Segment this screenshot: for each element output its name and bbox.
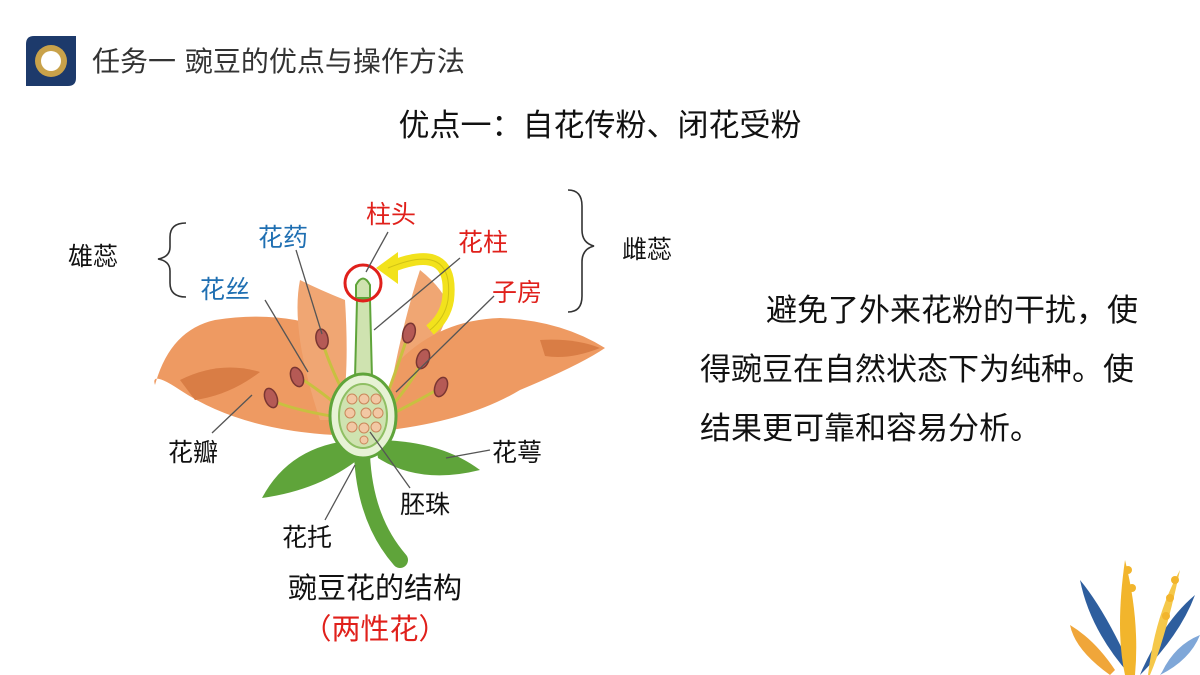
label-receptacle: 花托 [282,523,333,552]
leader-receptacle [324,464,356,521]
logo-icon [26,36,76,86]
leader-petal [211,394,253,434]
explanation-text: 避免了外来花粉的干扰，使得豌豆在自然状态下为纯种。使结果更可靠和容易分析。 [700,293,1138,447]
label-anther: 花药 [258,223,309,252]
label-style: 花柱 [458,228,509,257]
leader-anther [295,249,323,335]
page-title: 任务一 豌豆的优点与操作方法 [92,45,465,78]
label-pistil: 雌蕊 [622,235,673,264]
label-stigma: 柱头 [366,200,417,229]
leader-ovary [395,295,495,393]
leader-sepal [445,449,491,459]
leader-ovule [369,431,411,489]
flower-stem [354,447,408,568]
petal-right-inner [540,339,600,357]
label-ovule: 胚珠 [400,490,451,519]
label-ovary: 子房 [492,278,543,307]
stigma-highlight-circle [343,263,383,303]
decorative-plant-icon [1070,560,1200,675]
leader-style [373,257,461,331]
pistil-brace [567,189,595,313]
pistil-style [353,299,374,379]
diagram-caption-note: （两性花） [302,612,448,646]
stigma [355,277,371,299]
diagram-caption: 豌豆花的结构 [287,571,462,605]
leader-filament [264,299,309,373]
label-sepal: 花萼 [492,438,543,467]
petal-left-inner [180,367,260,400]
sepal-right [375,440,480,476]
leader-stigma [365,231,389,273]
label-stamen: 雄蕊 [68,242,119,271]
label-petal: 花瓣 [168,438,219,467]
explanation-paragraph: 避免了外来花粉的干扰，使得豌豆在自然状态下为纯种。使结果更可靠和容易分析。 [700,282,1150,459]
sepal-left [262,440,360,498]
slide-subtitle: 优点一：自花传粉、闭花受粉 [398,108,802,144]
stamen-brace [157,222,187,298]
label-filament: 花丝 [200,275,251,304]
